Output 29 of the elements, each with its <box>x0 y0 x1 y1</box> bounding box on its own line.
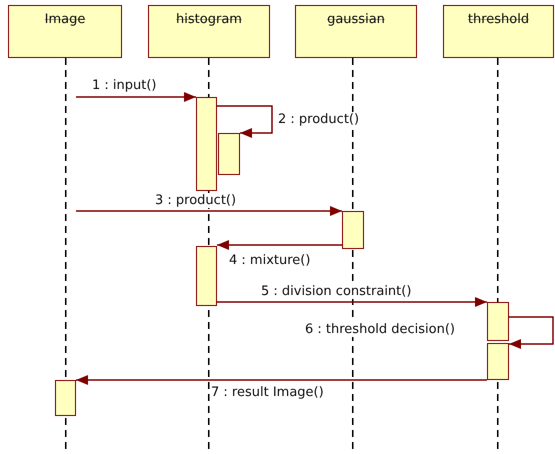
message-arrow <box>76 375 487 385</box>
activation-bar <box>55 380 76 416</box>
object-name: threshold <box>468 12 530 27</box>
object-name: histogram <box>176 12 242 27</box>
edge-label: 5 : division constraint() <box>261 284 412 299</box>
message-arrow <box>76 92 196 102</box>
activation-bar <box>342 211 364 249</box>
edge-label: 6 : threshold decision() <box>305 322 456 337</box>
activation-bar <box>196 97 217 191</box>
lifeline-header-box <box>295 5 417 58</box>
lifeline-header-box <box>443 5 554 58</box>
message-arrow <box>217 105 273 138</box>
message-arrow <box>217 240 342 250</box>
object-name: Image <box>44 12 86 27</box>
activation-bar <box>218 133 240 175</box>
edge-label: 1 : input() <box>92 78 156 93</box>
activation-bar <box>487 343 509 380</box>
object-name: gaussian <box>327 12 385 27</box>
message-arrow <box>76 206 342 216</box>
lifeline-header-box <box>148 5 270 58</box>
activation-bar <box>196 246 217 306</box>
edge-label: 7 : result Image() <box>211 385 324 400</box>
lifeline-header-box <box>8 5 122 58</box>
message-arrow <box>217 297 487 307</box>
edge-label: 4 : mixture() <box>229 253 310 268</box>
edge-label: 2 : product() <box>278 112 360 127</box>
message-arrow <box>509 316 554 349</box>
edge-label: 3 : product() <box>155 193 236 208</box>
activation-bar <box>487 302 509 341</box>
